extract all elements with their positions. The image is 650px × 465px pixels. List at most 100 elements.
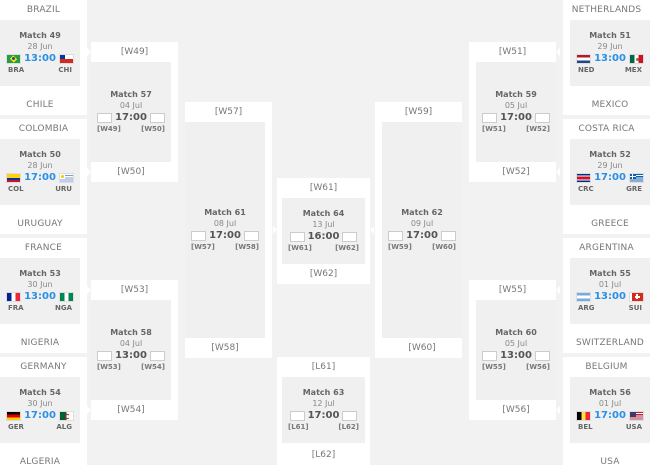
greece-flag-icon [628,172,644,183]
match-59-card[interactable]: Match 59 05 Jul 17:00 [W51][W52] [476,62,556,162]
connector-arrow-icon [556,48,560,56]
match-time: 17:00 [24,172,56,183]
slot-label-away[interactable]: [L62] [311,450,336,460]
slot-label-away[interactable]: [W60] [408,343,436,353]
team-name-home[interactable]: COLOMBIA [18,124,69,134]
slot-label-home[interactable]: [W51] [498,47,527,57]
match-title: Match 57 [110,90,152,99]
slot-label-home[interactable]: [W59] [404,107,433,117]
connector-arrow-icon [556,286,560,294]
slot-label-away[interactable]: [W54] [117,405,145,415]
costa-rica-flag-icon [576,172,592,183]
home-code: BEL [578,423,593,431]
slot-label-away[interactable]: [W58] [211,343,239,353]
match-time: 17:00 [307,410,340,421]
away-code: ALG [56,423,72,431]
team-name-away[interactable]: URUGUAY [17,219,63,229]
match-57-card[interactable]: Match 57 04 Jul 17:00 [W49][W50] [91,62,171,162]
away-code: [L62] [338,423,359,431]
slot-label-home[interactable]: [W53] [120,285,149,295]
match-date: 29 Jun [597,161,623,170]
slot-label-away[interactable]: [W62] [309,269,338,279]
match-58-card[interactable]: Match 58 04 Jul 13:00 [W53][W54] [91,300,171,400]
team-name-home[interactable]: BELGIUM [585,362,628,372]
team-name-away[interactable]: USA [600,457,620,465]
match-title: Match 49 [19,31,61,40]
home-flag-placeholder [289,231,305,242]
match-time: 13:00 [594,53,626,64]
slot-label-home[interactable]: [W49] [120,47,149,57]
match-title: Match 63 [302,388,345,397]
match-59-group: [W51] Match 59 05 Jul 17:00 [W51][W52] [… [469,42,560,182]
match-62-card[interactable]: Match 62 09 Jul 17:00 [W59][W60] [382,122,462,338]
team-name-away[interactable]: ALGERIA [19,457,61,465]
match-title: Match 60 [495,328,537,337]
france-flag-icon [6,291,22,302]
team-name-home[interactable]: BRAZIL [26,5,61,15]
match-64-card[interactable]: Match 64 13 Jul 16:00 [W61][W62] [282,198,365,264]
connector-arrow-icon [556,406,560,414]
home-code: [W61] [288,244,312,252]
away-flag-placeholder [534,112,550,123]
team-name-home[interactable]: COSTA RICA [578,124,635,134]
match-63-card[interactable]: Match 63 12 Jul 17:00 [L61][L62] [282,377,365,443]
match-57-group: [W49] Match 57 04 Jul 17:00 [W49][W50] [… [87,42,178,182]
away-code: GRE [626,185,642,193]
slot-label-home[interactable]: [W55] [498,285,527,295]
match-63-group: [L61] Match 63 12 Jul 17:00 [L61][L62] [… [277,357,370,465]
away-flag-placeholder [149,112,165,123]
team-name-home[interactable]: ARGENTINA [579,243,634,253]
home-code: [W53] [97,363,121,371]
team-name-home[interactable]: GERMANY [20,362,67,372]
team-name-away[interactable]: NIGERIA [20,338,60,348]
connector-arrow-icon [87,286,91,294]
match-58-group: [W53] Match 58 04 Jul 13:00 [W53][W54] [… [87,280,178,420]
nigeria-flag-icon [58,291,74,302]
match-date: 12 Jul [312,399,335,408]
slot-label-away[interactable]: [W52] [502,167,530,177]
connector-arrow-icon [87,168,91,176]
match-date: 29 Jun [597,42,623,51]
connector-arrow-icon [273,226,277,234]
team-name-away[interactable]: SWITZERLAND [575,338,645,348]
team-name-away[interactable]: CHILE [26,100,54,110]
home-code: NED [578,66,595,74]
match-title: Match 56 [589,388,631,397]
team-name-home[interactable]: NETHERLANDS [571,5,642,15]
uruguay-flag-icon [58,172,74,183]
slot-label-home[interactable]: [L61] [311,362,336,372]
slot-label-home[interactable]: [W57] [214,107,243,117]
away-code: [W50] [141,125,165,133]
belgium-flag-icon [576,410,592,421]
match-62-group: [W59] Match 62 09 Jul 17:00 [W59][W60] [… [375,102,462,358]
match-time: 17:00 [594,172,626,183]
match-title: Match 58 [110,328,152,337]
match-61-card[interactable]: Match 61 08 Jul 17:00 [W57][W58] [185,122,265,338]
connector-arrow-icon [87,406,91,414]
slot-label-away[interactable]: [W56] [502,405,530,415]
away-flag-placeholder [243,230,259,241]
team-name-away[interactable]: MEXICO [591,100,629,110]
slot-label-home[interactable]: [W61] [309,183,338,193]
home-code: [W59] [388,243,412,251]
away-code: [W58] [235,243,259,251]
match-60-card[interactable]: Match 60 05 Jul 13:00 [W55][W56] [476,300,556,400]
slot-label-away[interactable]: [W50] [117,167,145,177]
team-name-away[interactable]: GREECE [591,219,629,229]
team-name-home[interactable]: FRANCE [24,243,63,253]
away-flag-placeholder [534,350,550,361]
match-title: Match 64 [302,209,345,218]
home-flag-placeholder [97,350,113,361]
match-time: 17:00 [24,410,56,421]
